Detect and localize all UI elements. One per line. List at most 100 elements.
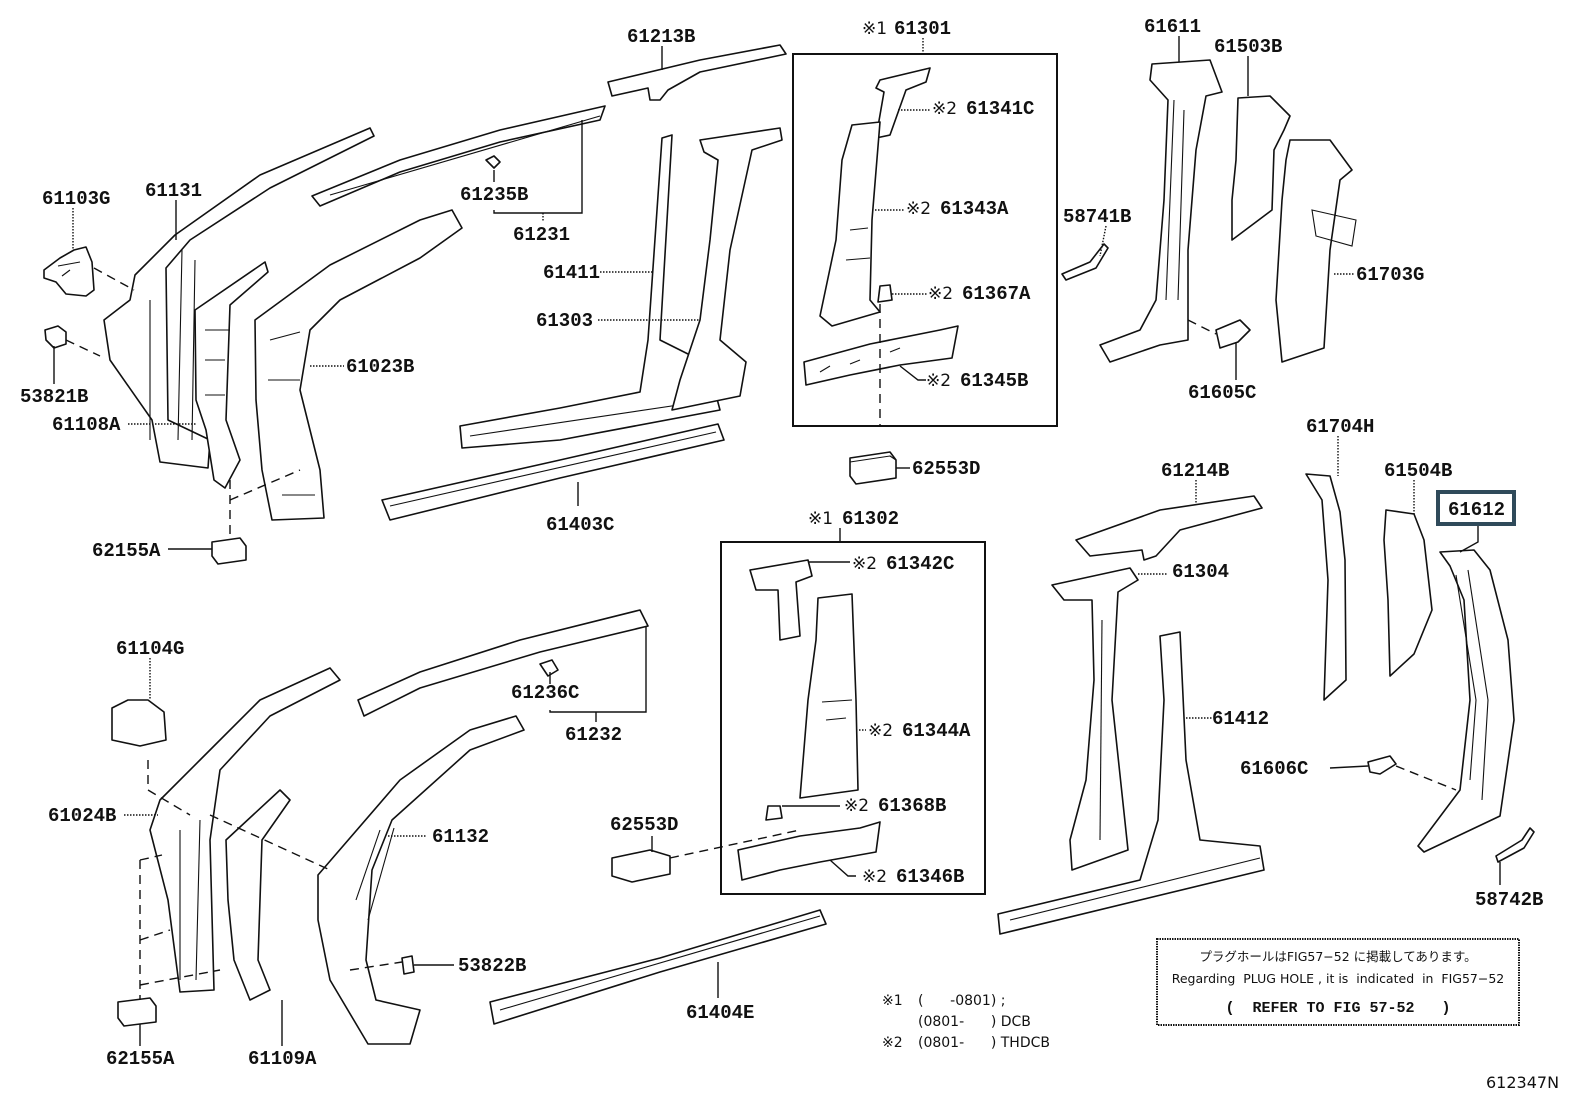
label-61504B[interactable]: 61504B: [1384, 460, 1452, 482]
assembly-lines: [65, 267, 1457, 1000]
label-61301[interactable]: 61301: [894, 18, 951, 40]
label-61236C[interactable]: 61236C: [511, 682, 579, 704]
mark-61344A: ※2: [868, 721, 893, 741]
part-61367A-drawing: [877, 284, 893, 303]
note-refer-link[interactable]: ( REFER TO FIG 57-52 ): [1225, 1000, 1450, 1017]
label-61343A[interactable]: 61343A: [940, 198, 1009, 220]
part-61341C-drawing: [875, 67, 931, 139]
label-61342C[interactable]: 61342C: [886, 553, 954, 575]
part-61403C-drawing: [381, 423, 725, 521]
label-61341C[interactable]: 61341C: [966, 98, 1034, 120]
label-61411[interactable]: 61411: [543, 262, 600, 284]
label-58741B[interactable]: 58741B: [1063, 206, 1131, 228]
label-53822B[interactable]: 53822B: [458, 955, 526, 977]
mark-61301: ※1: [862, 19, 887, 39]
part-61109A-drawing: [225, 789, 291, 1001]
label-61023B[interactable]: 61023B: [346, 356, 414, 378]
part-58741B-drawing: [1061, 243, 1109, 281]
part-61346B-drawing: [737, 821, 881, 881]
label-61302[interactable]: 61302: [842, 508, 899, 530]
label-53821B[interactable]: 53821B: [20, 386, 88, 408]
mark-61346B: ※2: [862, 867, 887, 887]
note-english: Regarding PLUG HOLE , it is indicated in…: [1172, 971, 1505, 986]
label-61214B[interactable]: 61214B: [1161, 460, 1229, 482]
part-61103G-drawing: [43, 246, 95, 297]
part-61412-drawing: [997, 631, 1265, 935]
mark-61342C: ※2: [852, 554, 877, 574]
part-53822B-drawing: [401, 955, 415, 975]
label-61703G[interactable]: 61703G: [1356, 264, 1424, 286]
legend-mark-2: ※2: [882, 1035, 903, 1051]
label-62155A-bottom[interactable]: 62155A: [106, 1048, 175, 1070]
label-61704H[interactable]: 61704H: [1306, 416, 1374, 438]
part-61232-drawing: [357, 609, 649, 717]
plug-hole-note: プラグホールはFIG57−52 に掲載してあります。 Regarding PLU…: [1156, 938, 1520, 1026]
part-61611-drawing: [1099, 59, 1223, 363]
mark-61341C: ※2: [932, 99, 957, 119]
label-62553D-bottom[interactable]: 62553D: [610, 814, 678, 836]
label-61231[interactable]: 61231: [513, 224, 570, 246]
mark-61343A: ※2: [906, 199, 931, 219]
part-61612-drawing: [1417, 549, 1515, 853]
label-61109A[interactable]: 61109A: [248, 1048, 317, 1070]
part-61344A-drawing: [799, 593, 859, 799]
label-61103G[interactable]: 61103G: [42, 188, 110, 210]
leader-lines: [53, 36, 1501, 1046]
label-61304[interactable]: 61304: [1172, 561, 1229, 583]
label-61605C[interactable]: 61605C: [1188, 382, 1256, 404]
label-61132[interactable]: 61132: [432, 826, 489, 848]
part-61703G-drawing: [1275, 139, 1357, 363]
label-61612[interactable]: 61612: [1448, 499, 1505, 521]
part-61214B-drawing: [1075, 495, 1263, 561]
part-61503B-drawing: [1231, 95, 1291, 241]
part-61236C-drawing: [539, 659, 559, 677]
label-61108A[interactable]: 61108A: [52, 414, 121, 436]
part-61303-drawing: [671, 127, 783, 411]
part-62553D-top-drawing: [849, 451, 897, 485]
part-58742B-drawing: [1495, 827, 1535, 863]
part-61104G-drawing: [111, 699, 167, 747]
part-61342C-drawing: [749, 559, 813, 641]
label-62553D-top[interactable]: 62553D: [912, 458, 980, 480]
label-61345B[interactable]: 61345B: [960, 370, 1028, 392]
legend-line-1: ( -0801) ;: [918, 993, 1005, 1009]
label-61606C[interactable]: 61606C: [1240, 758, 1308, 780]
label-61104G[interactable]: 61104G: [116, 638, 184, 660]
part-61704H-drawing: [1305, 473, 1347, 701]
part-61132-drawing: [317, 715, 525, 1045]
label-61235B[interactable]: 61235B: [460, 184, 528, 206]
label-61213B[interactable]: 61213B: [627, 26, 695, 48]
label-61232[interactable]: 61232: [565, 724, 622, 746]
part-61108A-drawing: [194, 261, 269, 489]
part-61606C-drawing: [1367, 755, 1397, 775]
mark-61345B: ※2: [926, 371, 951, 391]
label-61344A[interactable]: 61344A: [902, 720, 971, 742]
highlight-box-61612: [1436, 490, 1516, 526]
part-61213B-drawing: [607, 44, 787, 101]
part-62553D-bottom-drawing: [611, 849, 671, 883]
label-61303[interactable]: 61303: [536, 310, 593, 332]
label-61404E[interactable]: 61404E: [686, 1002, 754, 1024]
part-61131-drawing: [103, 127, 375, 469]
label-62155A-top[interactable]: 62155A: [92, 540, 161, 562]
label-61024B[interactable]: 61024B: [48, 805, 116, 827]
label-61503B[interactable]: 61503B: [1214, 36, 1282, 58]
mark-61368B: ※2: [844, 796, 869, 816]
mark-61367A: ※2: [928, 284, 953, 304]
part-61023B-drawing: [254, 209, 463, 521]
part-61404E-drawing: [489, 909, 827, 1025]
legend-line-3: (0801- ) THDCB: [918, 1035, 1050, 1051]
label-61368B[interactable]: 61368B: [878, 795, 946, 817]
label-61611[interactable]: 61611: [1144, 16, 1201, 38]
label-61412[interactable]: 61412: [1212, 708, 1269, 730]
label-58742B[interactable]: 58742B: [1475, 889, 1543, 911]
figure-number: 612347N: [1486, 1073, 1559, 1092]
label-61131[interactable]: 61131: [145, 180, 202, 202]
group-box-61302: [720, 541, 986, 895]
note-japanese: プラグホールはFIG57−52 に掲載してあります。: [1199, 949, 1476, 964]
label-61403C[interactable]: 61403C: [546, 514, 614, 536]
label-61346B[interactable]: 61346B: [896, 866, 964, 888]
group-box-61301: [792, 53, 1058, 427]
label-61367A[interactable]: 61367A: [962, 283, 1031, 305]
